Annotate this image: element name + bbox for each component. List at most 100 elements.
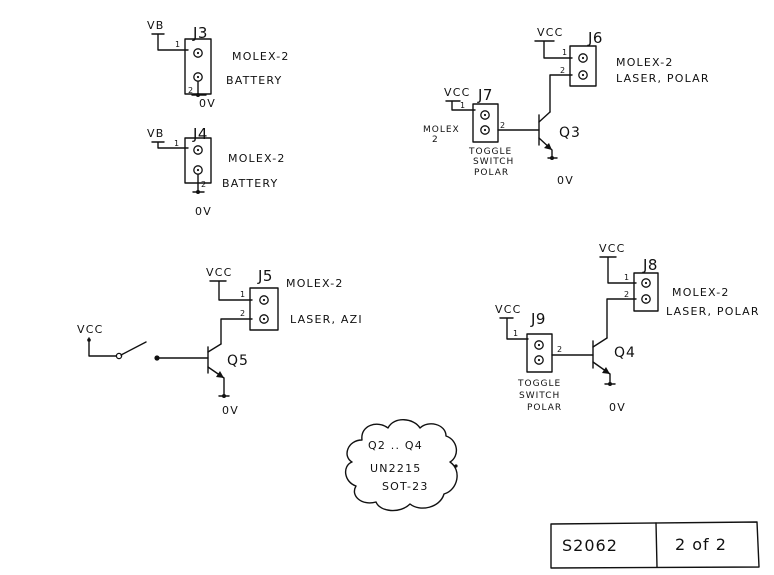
j3-ground-wire: [191, 81, 207, 96]
note-cloud: Q2 .. Q4 UN2215 SOT-23: [345, 419, 458, 512]
j7-type-line1: MOLEX: [423, 125, 460, 135]
connector-j8: VCC 1 J8 2 MOLEX-2 LASER, POLAR: [599, 242, 759, 339]
title-block-frame: [550, 521, 760, 569]
j4-pin2-socket: [193, 165, 203, 175]
j8-pin2-wire: [606, 298, 637, 339]
j3-ref: J3: [192, 24, 208, 42]
q5-emitter-arrow: [216, 371, 224, 378]
j9-func-line1: TOGGLE: [517, 379, 561, 389]
q4-collector-emitter: [592, 337, 611, 385]
j5-pin2-label: 2: [240, 309, 245, 318]
connector-j5: VCC 1 J5 2 MOLEX-2 LASER, AZI: [206, 266, 363, 345]
cloud-dot: [454, 464, 458, 468]
j9-supply-wire: [499, 317, 529, 340]
j3-supply-label: VB: [147, 19, 164, 32]
j6-pin1-socket: [578, 53, 588, 63]
j8-pin2-socket: [641, 294, 651, 304]
j7-func-line3: POLAR: [474, 168, 509, 178]
j5-pin1-label: 1: [240, 290, 245, 299]
j5-type: MOLEX-2: [286, 277, 344, 290]
j3-function: BATTERY: [226, 74, 282, 87]
j7-supply-wire: [445, 100, 476, 111]
j5-function: LASER, AZI: [290, 313, 363, 326]
note-line1: Q2 .. Q4: [368, 439, 423, 452]
j8-supply-wire: [599, 256, 637, 284]
q3-ground-node: [550, 156, 554, 160]
j9-pin1-socket: [534, 340, 544, 350]
j7-func-line1: TOGGLE: [468, 147, 512, 157]
switch-lever: [120, 341, 147, 356]
q4-emitter-arrow: [602, 367, 610, 374]
transistor-q3: Q3 0V: [538, 111, 581, 187]
q5-ref: Q5: [227, 353, 249, 369]
title-block-divider: [655, 522, 658, 568]
connector-j3: VB 1 J3 2 MOLEX-2 BATTERY 0V: [147, 19, 290, 110]
cloud-outline: [345, 419, 458, 512]
j3-type: MOLEX-2: [232, 50, 290, 63]
switch-supply-wire: [88, 337, 117, 357]
q4-gnd-label: 0V: [609, 401, 626, 414]
j5-supply-label: VCC: [206, 266, 233, 279]
j7-pin2-label: 2: [500, 121, 505, 130]
j5-housing: [249, 287, 279, 331]
j6-pin1-label: 1: [562, 48, 567, 57]
q4-ground-node: [608, 382, 612, 386]
j5-ref: J5: [257, 267, 273, 285]
connector-j6: VCC 1 J6 2 MOLEX-2 LASER, POLAR: [534, 26, 710, 113]
j6-ref: J6: [587, 29, 603, 47]
transistor-q4: Q4 0V: [592, 337, 636, 414]
j8-pin1-socket: [641, 278, 651, 288]
j4-supply-label: VB: [147, 127, 164, 140]
j3-pin1-label: 1: [175, 40, 180, 49]
j7-func-line2: SWITCH: [473, 157, 514, 167]
j6-function: LASER, POLAR: [616, 72, 710, 85]
j6-supply-wire: [534, 40, 573, 59]
j4-ref: J4: [192, 125, 208, 143]
q5-ground-node: [222, 394, 226, 398]
j6-pin2-label: 2: [560, 66, 565, 75]
j4-function: BATTERY: [222, 177, 278, 190]
j6-pin2-wire: [549, 74, 573, 113]
j3-ground-node: [196, 93, 200, 97]
q5-collector-emitter: [207, 343, 225, 397]
switch-supply-label: VCC: [77, 323, 104, 336]
j4-type: MOLEX-2: [228, 152, 286, 165]
transistor-q5: Q5 0V: [207, 343, 249, 417]
j7-pin1-label: 1: [460, 101, 465, 110]
q3-gnd-label: 0V: [557, 174, 574, 187]
j7-type-line2: 2: [432, 135, 439, 145]
j3-pin1-socket: [193, 48, 203, 58]
j9-ref: J9: [530, 310, 546, 328]
q4-ref: Q4: [614, 345, 636, 361]
j7-pin2-socket: [480, 125, 490, 135]
j5-pin2-socket: [259, 314, 269, 324]
q3-emitter-arrow: [544, 143, 552, 150]
j6-pin2-socket: [578, 70, 588, 80]
j4-pin1-socket: [193, 145, 203, 155]
note-line3: SOT-23: [382, 480, 429, 493]
j8-supply-label: VCC: [599, 242, 626, 255]
j8-pin2-label: 2: [624, 290, 629, 299]
sheet-number: 2 of 2: [675, 535, 727, 554]
connector-j9: VCC 1 J9 2 TOGGLE SWITCH POLAR: [495, 303, 594, 413]
j9-func-line3: POLAR: [527, 403, 562, 413]
j8-housing: [633, 272, 659, 312]
j6-supply-label: VCC: [537, 26, 564, 39]
connector-j7: VCC 1 J7 2 MOLEX 2 TOGGLE SWITCH POLAR: [423, 86, 540, 178]
switch-contact: [115, 352, 123, 360]
j9-supply-label: VCC: [495, 303, 522, 316]
j4-gnd-label: 0V: [195, 205, 212, 218]
j7-ref: J7: [477, 86, 493, 104]
q3-ref: Q3: [559, 125, 581, 141]
j9-func-line2: SWITCH: [519, 391, 560, 401]
j4-supply-wire: [151, 141, 189, 149]
j7-supply-label: VCC: [444, 86, 471, 99]
j3-gnd-label: 0V: [199, 97, 216, 110]
j7-housing: [472, 103, 499, 143]
j9-pin2-socket: [534, 355, 544, 365]
j5-pin1-socket: [259, 295, 269, 305]
j8-type: MOLEX-2: [672, 286, 730, 299]
title-block: S2062 2 of 2: [550, 521, 760, 569]
j3-pin2-label: 2: [188, 86, 193, 95]
